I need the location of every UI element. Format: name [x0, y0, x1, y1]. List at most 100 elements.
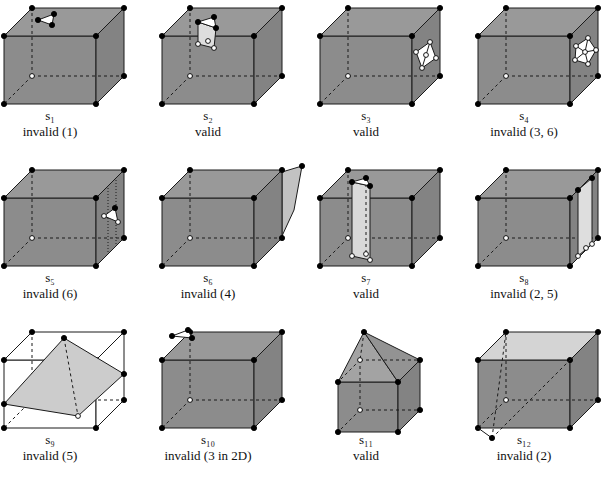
vertex-dot: [417, 357, 422, 362]
vertex-dot: [169, 333, 174, 338]
vertex-dot: [395, 379, 400, 384]
hidden-vertex: [350, 254, 355, 259]
vertex-dot: [159, 195, 164, 200]
vertex-dot: [1, 33, 6, 38]
cube-right-face: [254, 8, 282, 104]
cube-right-face: [570, 332, 598, 428]
vertex-dot: [121, 397, 126, 402]
vertex-dot: [279, 5, 284, 10]
cube-figure: [317, 5, 442, 106]
validity-note: valid: [353, 286, 379, 301]
hidden-edge: [360, 360, 361, 410]
vertex-dot: [185, 327, 190, 332]
vertex-dot: [503, 329, 508, 334]
vertex-dot: [475, 357, 480, 362]
cube-right-face: [570, 170, 598, 266]
vertex-dot: [251, 33, 256, 38]
hidden-edge: [32, 170, 33, 238]
vertex-dot: [335, 429, 340, 434]
hidden-edge: [162, 238, 190, 266]
cube-front-face: [162, 198, 254, 266]
validity-note: valid: [353, 448, 379, 463]
vertex-dot: [121, 371, 126, 376]
cube-front-face: [4, 36, 96, 104]
cube-right-face: [254, 170, 282, 266]
vertex-dot: [93, 263, 98, 268]
vertex-dot: [349, 179, 354, 184]
vertex-dot: [437, 73, 442, 78]
hidden-edge: [360, 410, 420, 411]
vertex-dot: [489, 435, 494, 440]
hidden-vertex: [368, 258, 373, 263]
vertex-dot: [159, 33, 164, 38]
cube-front-face: [4, 198, 96, 266]
cube-figure: [335, 329, 422, 434]
figure-id: s₇: [361, 270, 371, 285]
vertex-dot: [279, 235, 284, 240]
vertex-dot: [187, 5, 192, 10]
hidden-edge: [492, 332, 506, 438]
hidden-vertex: [504, 398, 509, 403]
hidden-edge: [320, 76, 348, 104]
vertex-dot: [159, 357, 164, 362]
validity-note: valid: [195, 124, 221, 139]
validity-note: invalid (1): [23, 124, 78, 139]
figure-id: s₁: [45, 108, 55, 123]
cube-right-face: [412, 8, 440, 104]
validity-note: invalid (2, 5): [490, 286, 558, 301]
hidden-edge: [32, 238, 124, 239]
figure-id: s₃: [361, 108, 371, 123]
vertex-dot: [93, 425, 98, 430]
hidden-vertex: [30, 236, 35, 241]
validity-note: invalid (6): [23, 286, 78, 301]
hidden-vertex: [364, 252, 369, 257]
vertex-dot: [251, 263, 256, 268]
hidden-vertex: [420, 66, 425, 71]
hidden-edge: [32, 76, 124, 77]
vertex-dot: [317, 101, 322, 106]
cutting-plane: [4, 338, 124, 416]
hidden-edge: [190, 238, 282, 239]
cube-right-face: [570, 8, 598, 104]
cube-front-face: [162, 360, 254, 428]
vertex-dot: [29, 167, 34, 172]
vertex-dot: [121, 167, 126, 172]
hidden-edge: [478, 76, 506, 104]
vertex-dot: [211, 14, 216, 19]
cube-figure: [159, 327, 284, 430]
vertex-dot: [395, 429, 400, 434]
vertex-dot: [567, 425, 572, 430]
hidden-edge: [366, 178, 367, 254]
cube-front-face: [478, 36, 570, 104]
vertex-dot: [251, 425, 256, 430]
hidden-edge: [190, 400, 282, 401]
vertex-dot: [93, 101, 98, 106]
vertex-dot: [213, 25, 218, 30]
hidden-vertex: [196, 42, 201, 47]
validity-note: valid: [353, 124, 379, 139]
hidden-vertex: [590, 242, 595, 247]
vertex-dot: [317, 195, 322, 200]
vertex-dot: [121, 73, 126, 78]
vertex-dot: [251, 101, 256, 106]
hidden-vertex: [188, 398, 193, 403]
simplex-fan: [575, 38, 596, 64]
vertex-dot: [279, 167, 284, 172]
cube-front-face: [320, 36, 412, 104]
vertex-dot: [567, 195, 572, 200]
cube-front-face: [338, 382, 398, 432]
vertical-prism: [352, 182, 370, 260]
hidden-edge: [506, 400, 598, 401]
vertex-dot: [61, 335, 66, 340]
hidden-vertex: [188, 236, 193, 241]
hidden-edge: [478, 238, 506, 266]
hidden-vertex: [188, 74, 193, 79]
cube-figure: [475, 167, 600, 268]
hidden-edge: [64, 338, 78, 416]
pyramid-face: [364, 332, 420, 382]
hidden-edge: [4, 238, 32, 266]
hidden-vertex: [434, 56, 439, 61]
hidden-vertex: [504, 236, 509, 241]
